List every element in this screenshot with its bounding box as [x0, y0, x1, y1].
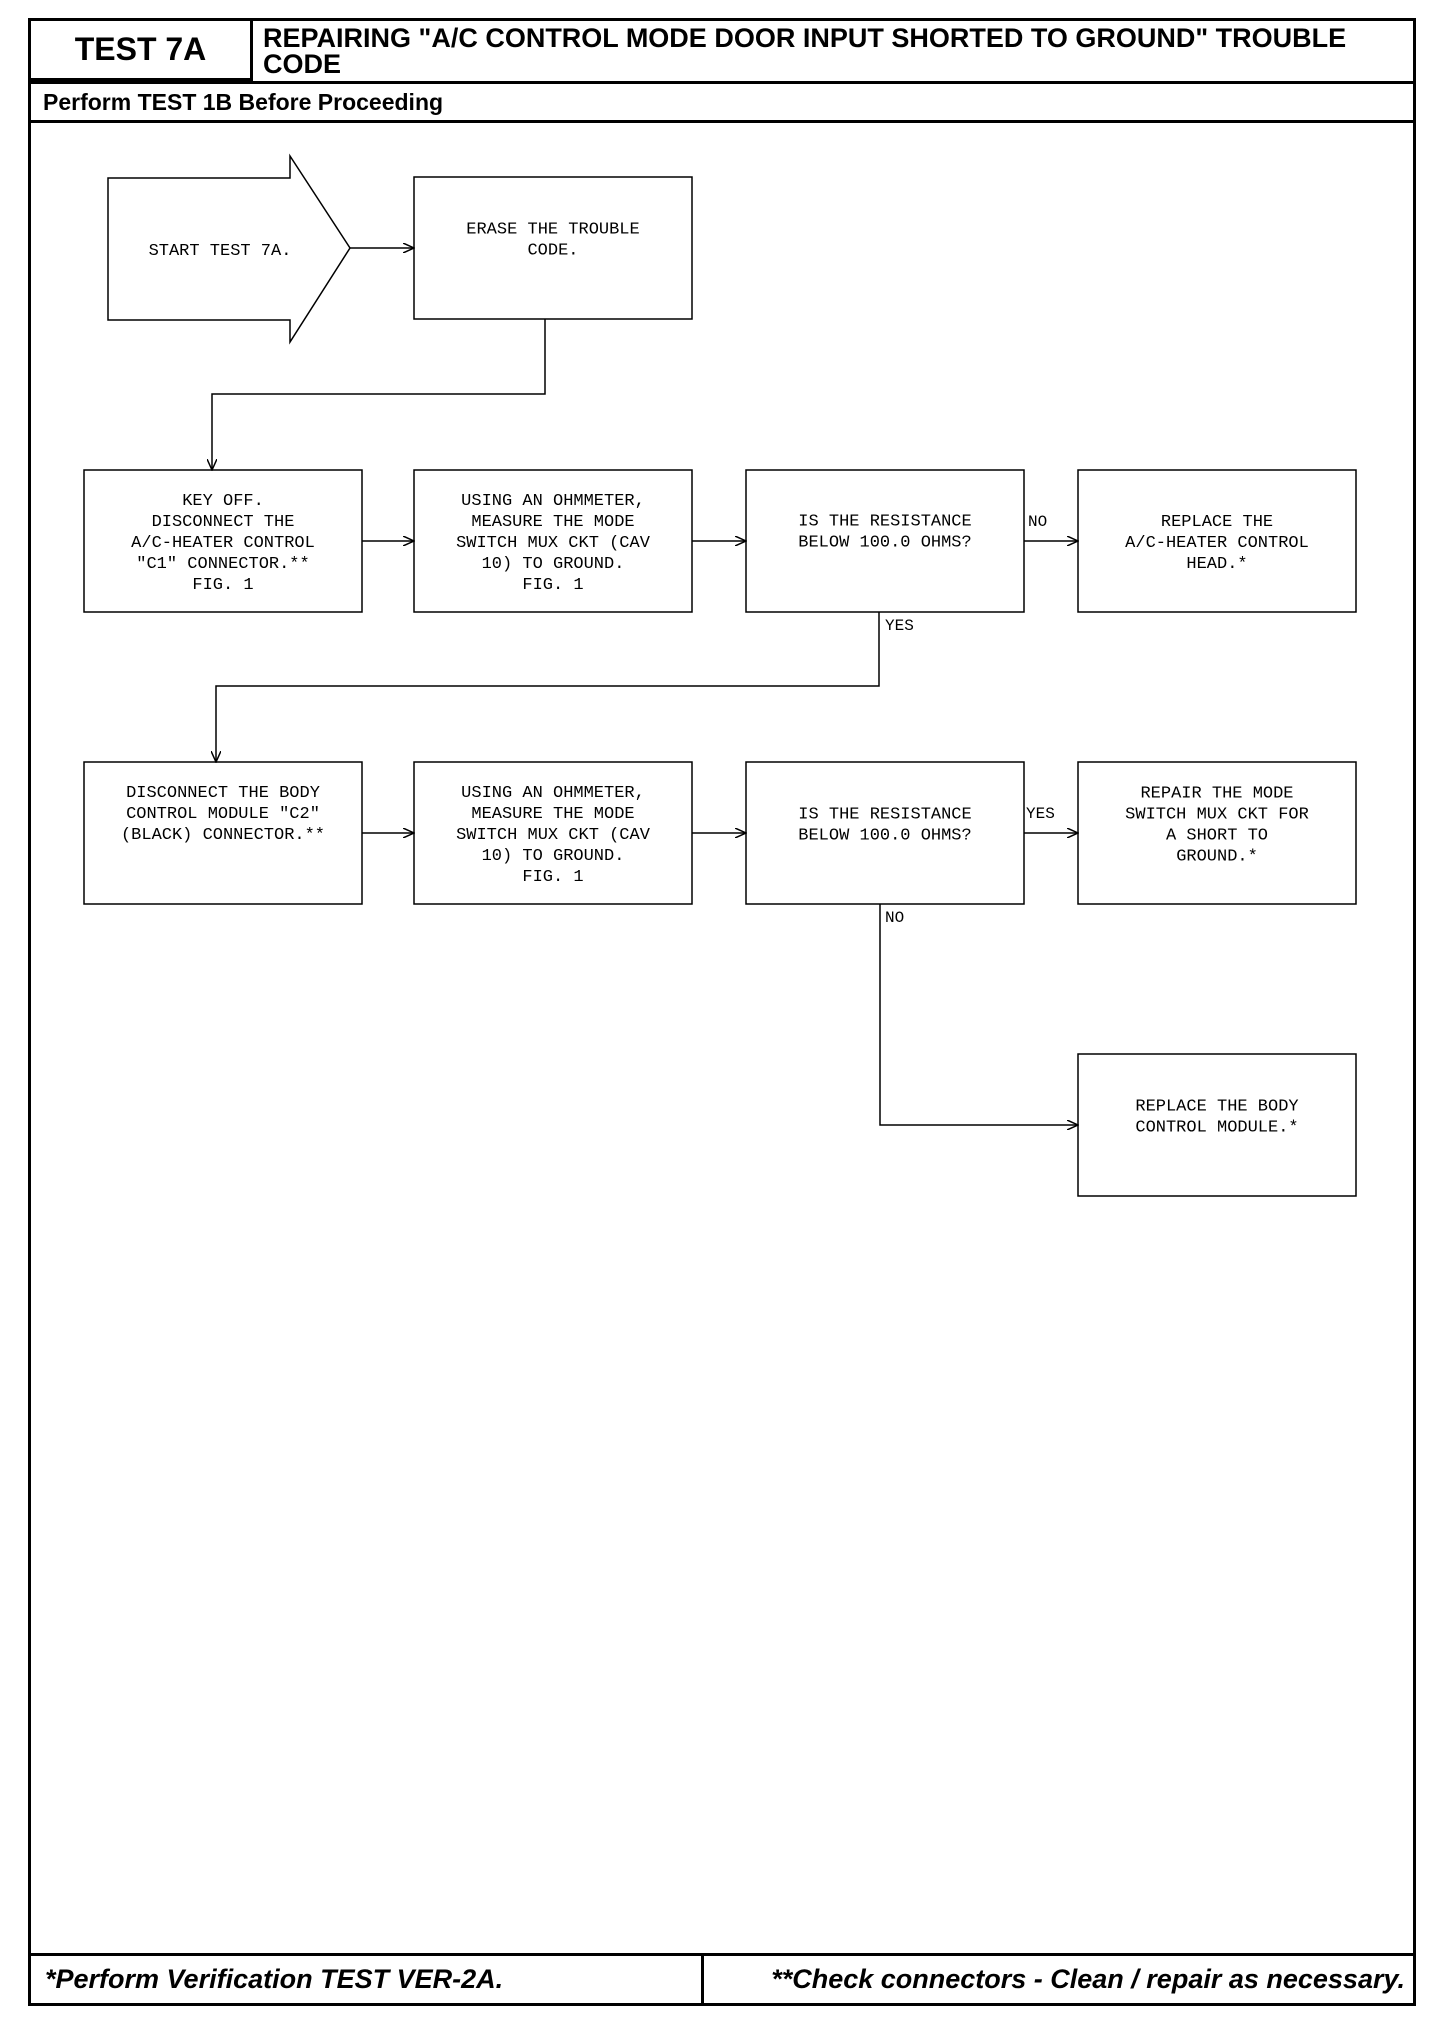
measure2-text-line: 10) TO GROUND. [482, 847, 625, 866]
test-id: TEST 7A [31, 21, 253, 81]
connector-erase-keyoff [212, 319, 546, 470]
footer-note-right: **Check connectors - Clean / repair as n… [771, 1964, 1405, 1994]
footer-divider [701, 1956, 704, 2003]
question1-text-line: IS THE RESISTANCE [798, 513, 971, 532]
title-line-1: REPAIRING "A/C CONTROL MODE DOOR INPUT S… [263, 23, 1347, 53]
q1-no-label: NO [1028, 513, 1047, 531]
key-off-text-line: DISCONNECT THE [152, 513, 295, 532]
repair-short-text-line: REPAIR THE MODE [1140, 785, 1293, 804]
connector-question2-no [879, 904, 1078, 1125]
q2-no-label: NO [885, 909, 904, 927]
replace-head-text: REPLACE THE A/C-HEATER CONTROL HEAD.* [1125, 513, 1309, 574]
measure1-text-line: SWITCH MUX CKT (CAV [456, 534, 651, 553]
replace-bcm-text-line: REPLACE THE BODY [1135, 1098, 1298, 1117]
measure2-text-line: MEASURE THE MODE [471, 805, 634, 824]
key-off-text-line: FIG. 1 [192, 576, 253, 595]
measure2-text-line: USING AN OHMMETER, [461, 784, 645, 803]
measure2-text: USING AN OHMMETER, MEASURE THE MODE SWITCH… [456, 784, 651, 887]
connector-question1-yes [216, 612, 880, 762]
repair-short-text: REPAIR THE MODE SWITCH MUX CKT FOR A SHORT… [1125, 785, 1309, 867]
measure1-text-line: FIG. 1 [522, 576, 583, 595]
page-title: REPAIRING "A/C CONTROL MODE DOOR INPUT S… [263, 23, 1403, 79]
key-off-text-line: "C1" CONNECTOR.** [136, 555, 309, 574]
measure1-text: USING AN OHMMETER, MEASURE THE MODE SWITCH… [456, 492, 651, 595]
q2-yes-label: YES [1026, 805, 1055, 823]
question2-text-line: BELOW 100.0 OHMS? [798, 827, 971, 846]
measure1-text-line: MEASURE THE MODE [471, 513, 634, 532]
question1-text-line: BELOW 100.0 OHMS? [798, 534, 971, 553]
repair-short-text-line: A SHORT TO [1166, 827, 1268, 846]
question2-text-line: IS THE RESISTANCE [798, 806, 971, 825]
replace-head-text-line: HEAD.* [1186, 555, 1247, 574]
subtitle: Perform TEST 1B Before Proceeding [31, 81, 1413, 123]
measure1-text-line: 10) TO GROUND. [482, 555, 625, 574]
question1-text: IS THE RESISTANCE BELOW 100.0 OHMS? [798, 513, 971, 553]
repair-short-text-line: SWITCH MUX CKT FOR [1125, 806, 1309, 825]
q1-yes-label: YES [885, 617, 914, 635]
erase-text-line: CODE. [527, 242, 578, 261]
page-frame: TEST 7A REPAIRING "A/C CONTROL MODE DOOR… [28, 18, 1416, 2006]
title-line-2: CODE [263, 49, 342, 79]
disconnect-bcm-text-line: DISCONNECT THE BODY [126, 784, 320, 803]
replace-head-text-line: REPLACE THE [1161, 513, 1273, 532]
measure2-text-line: SWITCH MUX CKT (CAV [456, 826, 651, 845]
key-off-text-line: A/C-HEATER CONTROL [131, 534, 315, 553]
disconnect-bcm-text-line: CONTROL MODULE "C2" [126, 805, 320, 824]
footer: *Perform Verification TEST VER-2A. **Che… [31, 1953, 1413, 2003]
key-off-text-line: KEY OFF. [182, 492, 264, 511]
question2-text: IS THE RESISTANCE BELOW 100.0 OHMS? [798, 806, 971, 846]
erase-text: ERASE THE TROUBLE CODE. [466, 221, 639, 261]
erase-text-line: ERASE THE TROUBLE [466, 221, 639, 240]
start-arrow-shape [107, 153, 351, 345]
replace-head-text-line: A/C-HEATER CONTROL [1125, 534, 1309, 553]
replace-bcm-text-line: CONTROL MODULE.* [1135, 1119, 1298, 1138]
disconnect-bcm-text: DISCONNECT THE BODY CONTROL MODULE "C2" (B… [121, 784, 325, 845]
disconnect-bcm-text-line: (BLACK) CONNECTOR.** [121, 826, 325, 845]
start-text: START TEST 7A. [149, 242, 292, 261]
measure1-text-line: USING AN OHMMETER, [461, 492, 645, 511]
repair-short-text-line: GROUND.* [1176, 848, 1258, 867]
replace-bcm-text: REPLACE THE BODY CONTROL MODULE.* [1135, 1098, 1298, 1138]
footer-note-left: *Perform Verification TEST VER-2A. [45, 1964, 504, 1994]
start-text-line: START TEST 7A. [149, 242, 292, 261]
measure2-text-line: FIG. 1 [522, 868, 583, 887]
key-off-text: KEY OFF. DISCONNECT THE A/C-HEATER CONTROL… [131, 492, 315, 595]
